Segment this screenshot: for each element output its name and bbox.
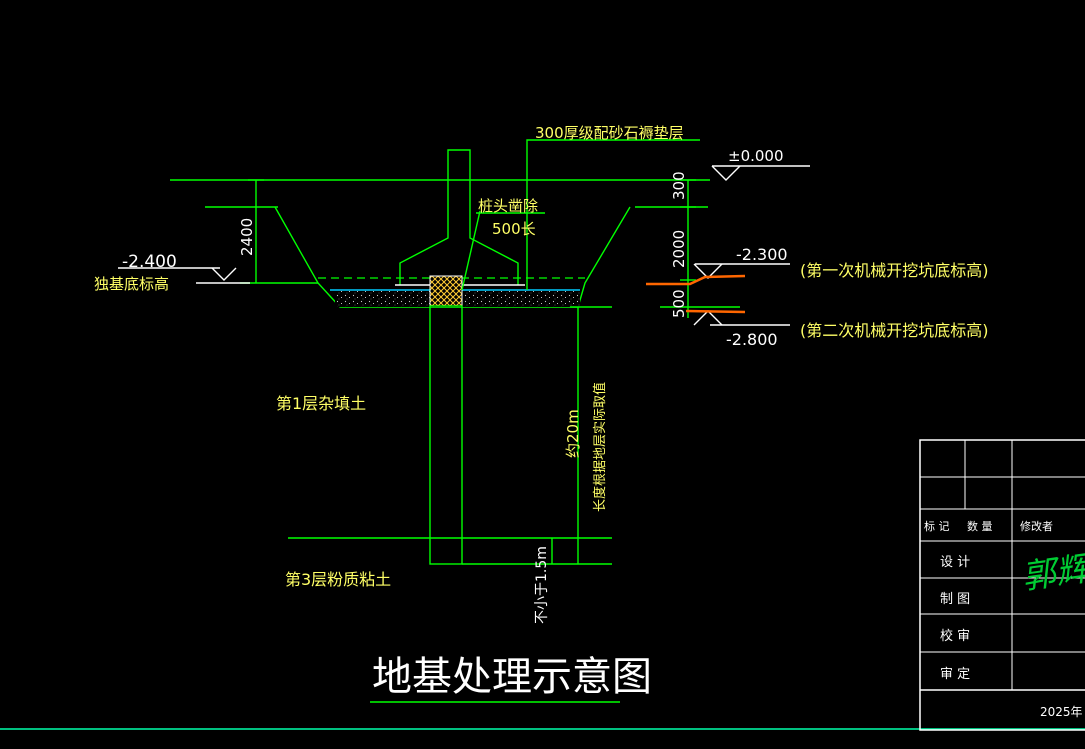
pile-head-note-2: 500长 <box>492 220 536 238</box>
tb-signature: 郭辉 <box>1019 548 1085 598</box>
pile-head-note-1: 桩头凿除 <box>478 197 538 215</box>
elev-2-label: (第二次机械开挖坑底标高) <box>800 321 989 340</box>
layer-1-label: 第1层杂填土 <box>276 394 366 413</box>
pile-head-hatch <box>429 275 463 307</box>
excavation-mark-2 <box>685 309 746 314</box>
cushion-leader <box>526 139 700 290</box>
dim-2400-text: 2400 <box>238 218 256 256</box>
layer-3-label: 第3层粉质粘土 <box>285 570 391 589</box>
footing-outline <box>399 149 519 285</box>
excavation-mark-1 <box>646 274 746 286</box>
elev-1-label: (第一次机械开挖坑底标高) <box>800 261 989 280</box>
tb-design: 设 计 <box>940 555 970 570</box>
tb-check: 校 审 <box>940 628 970 644</box>
elev-left-triangle <box>211 267 237 281</box>
elev-2-text: -2.800 <box>726 330 778 349</box>
tb-qty: 数 量 <box>967 520 993 533</box>
embed-dim-text: 不小于1.5m <box>534 546 550 624</box>
drawing-title: 地基处理示意图 <box>372 654 652 700</box>
title-block <box>919 439 1085 731</box>
elev-left-text: -2.400 <box>122 252 177 272</box>
tb-mark: 标 记 <box>924 519 950 533</box>
tb-approve: 审 定 <box>940 667 970 682</box>
pile-length-note: 长度根据地层实际取值 <box>592 382 608 512</box>
elev-zero-triangle <box>711 165 741 181</box>
tb-draw: 制 图 <box>940 592 970 607</box>
tb-modifier: 修改者 <box>1020 519 1053 533</box>
elev-zero-text: ±0.000 <box>728 147 784 165</box>
elev-left-label: 独基底标高 <box>94 275 169 293</box>
tb-date: 2025年 <box>1040 705 1083 719</box>
cushion-note: 300厚级配砂石褥垫层 <box>535 124 684 142</box>
dim-300-text: 300 <box>670 171 688 200</box>
pile-body <box>429 305 463 565</box>
dim-2000-text: 2000 <box>670 230 688 268</box>
pile-length-text: 约20m <box>564 409 582 458</box>
elev-1-text: -2.300 <box>736 245 788 264</box>
elev-2-triangle <box>693 310 723 326</box>
cut-line-diagonal <box>461 210 481 291</box>
dim-500-text: 500 <box>670 289 688 318</box>
